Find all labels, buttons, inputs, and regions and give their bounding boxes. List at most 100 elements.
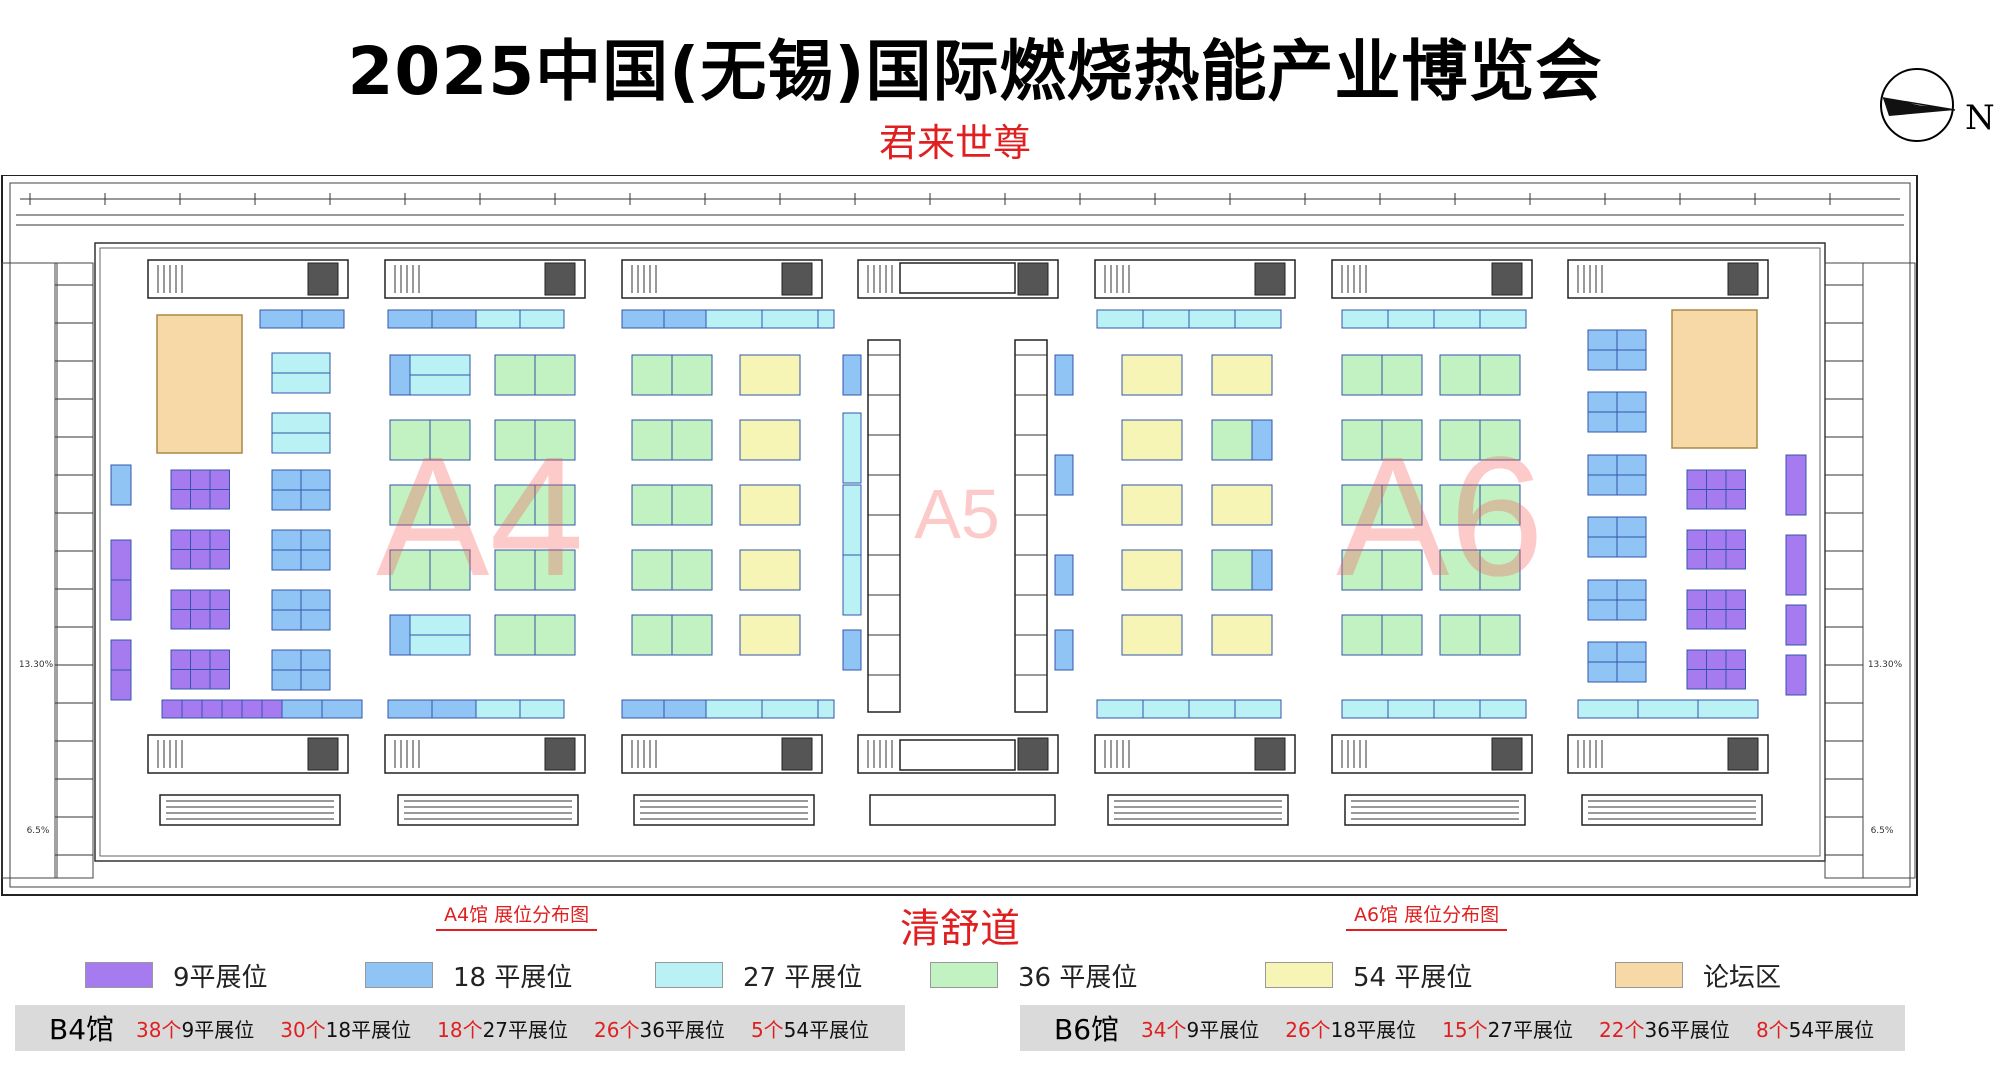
booth: [494, 614, 536, 656]
booth: [389, 614, 411, 656]
booth: [1686, 669, 1707, 690]
booth: [271, 412, 331, 434]
booth: [671, 614, 713, 656]
summary-count: 38个: [136, 1017, 182, 1042]
dimension-label: 6.5%: [27, 826, 50, 836]
escalator: [397, 794, 579, 826]
booth: [739, 549, 801, 591]
booth: [494, 419, 536, 461]
booth: [1725, 489, 1746, 510]
dimension-label: 13.30%: [19, 660, 54, 670]
a4-distribution-label: A4馆 展位分布图: [436, 900, 598, 931]
booth: [221, 699, 243, 719]
legend-swatch: [365, 962, 433, 988]
booth: [1479, 699, 1527, 719]
booth: [429, 484, 471, 526]
summary-type: 36平展位: [639, 1017, 725, 1042]
legend-item: 54 平展位: [1265, 960, 1472, 993]
escalator: [1107, 794, 1289, 826]
booth: [301, 309, 345, 329]
building-inner-line: [9, 182, 1911, 888]
booth: [1234, 699, 1282, 719]
service-core: [1094, 734, 1296, 774]
booth: [621, 699, 665, 719]
booth: [300, 609, 331, 631]
escalator: [1344, 794, 1526, 826]
booth: [209, 529, 230, 550]
booth: [1479, 354, 1521, 396]
booth: [1381, 484, 1423, 526]
service-core: [384, 734, 586, 774]
booth: [389, 354, 411, 396]
booth: [1587, 454, 1618, 476]
booth: [1725, 529, 1746, 550]
service-core: [857, 259, 1059, 299]
booth: [300, 669, 331, 691]
booth: [1587, 411, 1618, 433]
booth: [1616, 454, 1647, 476]
booth: [761, 309, 819, 329]
summary-type: 36平展位: [1644, 1017, 1730, 1042]
booth: [1686, 489, 1707, 510]
booth: [1686, 469, 1707, 490]
booth: [494, 354, 536, 396]
page-title: 2025中国(无锡)国际燃烧热能产业博览会: [347, 33, 1603, 110]
booth: [241, 699, 263, 719]
summary-count: 26个: [594, 1017, 640, 1042]
booth: [110, 669, 132, 701]
booth: [170, 669, 191, 690]
booth: [1381, 614, 1423, 656]
booth: [631, 614, 673, 656]
booth: [1479, 549, 1521, 591]
summary-count: 26个: [1285, 1017, 1331, 1042]
booth: [190, 609, 211, 630]
escalator: [633, 794, 815, 826]
booth: [1706, 649, 1727, 670]
stair-block: [1254, 737, 1286, 771]
booth: [1587, 536, 1618, 558]
legend-item: 论坛区: [1615, 960, 1781, 993]
escalator: [1581, 794, 1763, 826]
a6-distribution-label: A6馆 展位分布图: [1346, 900, 1508, 931]
booth: [1121, 549, 1183, 591]
legend-label: 27 平展位: [743, 962, 863, 993]
booth: [300, 549, 331, 571]
stair-block: [307, 262, 339, 296]
booth: [1577, 699, 1639, 719]
booth: [1725, 549, 1746, 570]
booth: [663, 309, 707, 329]
booth: [387, 699, 433, 719]
booth: [1686, 589, 1707, 610]
booth: [534, 419, 576, 461]
booth: [1725, 609, 1746, 630]
booth: [1479, 614, 1521, 656]
service-core: [147, 734, 349, 774]
page-subtitle: 君来世尊: [878, 121, 1031, 165]
booth: [1587, 579, 1618, 601]
booth: [271, 489, 302, 511]
booth: [621, 309, 665, 329]
service-core: [1094, 259, 1296, 299]
booth: [1433, 699, 1481, 719]
booth: [1616, 329, 1647, 351]
booth: [431, 309, 477, 329]
booth: [1211, 614, 1273, 656]
booth: [1381, 354, 1423, 396]
legend-item: 36 平展位: [930, 960, 1137, 993]
stair-block: [1491, 737, 1523, 771]
booth: [1211, 419, 1253, 461]
stair-block: [1491, 262, 1523, 296]
booth: [761, 699, 819, 719]
booth: [1251, 419, 1273, 461]
booth: [671, 484, 713, 526]
booth: [110, 539, 132, 581]
booth: [1785, 604, 1807, 646]
booth: [190, 549, 211, 570]
summary-count: 18个: [437, 1017, 483, 1042]
booth: [534, 354, 576, 396]
central-stair: [869, 794, 1056, 826]
booth: [1121, 419, 1183, 461]
hall-boundary-inner: [99, 247, 1821, 857]
forum-area: [1671, 309, 1758, 449]
